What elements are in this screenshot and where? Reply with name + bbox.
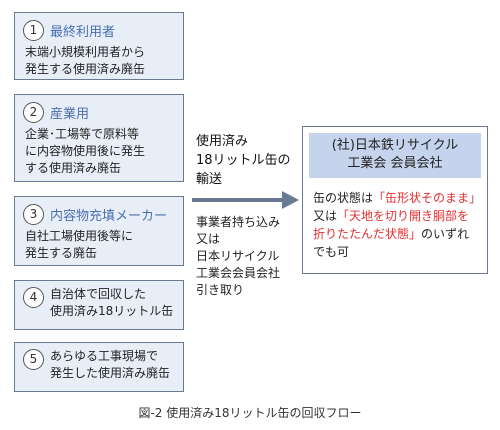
number-badge: 3 [23, 203, 44, 225]
destination-header-line: 工業会 会員会社 [347, 156, 443, 171]
description-line: 発生する使用済み廃缶 [25, 62, 146, 76]
method-line: 事業者持ち込み [196, 215, 281, 229]
source-title: 内容物充填メーカー [50, 208, 168, 224]
source-box-4: 4 自治体で回収した 使用済み18リットル缶 [14, 280, 184, 330]
arrow-head [282, 191, 299, 209]
source-description: 自社工場使用後等に 発生する廃缶 [25, 228, 175, 262]
description-line: 末端小規模利用者から [25, 45, 146, 59]
description-line: 発生した使用済み廃缶 [50, 366, 171, 380]
destination-box: (社)日本鉄リサイクル 工業会 会員会社 缶の状態は「缶形状そのまま」 又は「天… [302, 126, 488, 274]
number-badge: 5 [23, 349, 44, 370]
figure-caption: 図-2 使用済み18リットル缶の回収フロー [138, 406, 362, 420]
condition-highlight: 「天地を切り開き胴部を [337, 209, 470, 223]
condition-highlight: 「缶形状そのまま」 [373, 191, 482, 205]
number-badge: 1 [23, 19, 44, 41]
condition-line: 折りたたんだ状態」のいずれ [313, 225, 480, 243]
source-box-5: 5 あらゆる工事現場で 発生した使用済み廃缶 [14, 342, 184, 392]
method-label: 事業者持ち込み 又は 日本リサイクル 工業会会員会社 引き取り [196, 214, 280, 299]
source-box-header: 3 内容物充填メーカー [23, 202, 175, 226]
source-description: 自治体で回収した 使用済み18リットル缶 [50, 286, 173, 320]
source-box-header: 5 あらゆる工事現場で 発生した使用済み廃缶 [23, 348, 175, 382]
source-box-2: 2 産業用 企業･工場等で原料等 に内容物使用後に発生 する使用済み廃缶 [14, 94, 184, 182]
description-line: 使用済み18リットル缶 [50, 304, 174, 318]
source-description: 企業･工場等で原料等 に内容物使用後に発生 する使用済み廃缶 [25, 126, 175, 177]
condition-text: のいずれ [421, 227, 470, 241]
description-line: 発生する廃缶 [25, 246, 98, 260]
method-line: 引き取り [196, 283, 245, 297]
source-title: 産業用 [50, 106, 90, 122]
destination-header: (社)日本鉄リサイクル 工業会 会員会社 [309, 133, 481, 178]
flow-arrow-icon [192, 191, 299, 209]
destination-header-line: (社)日本鉄リサイクル [331, 138, 459, 153]
condition-line: 又は「天地を切り開き胴部を [313, 207, 480, 225]
number-badge: 4 [23, 287, 44, 308]
description-line: する使用済み廃缶 [25, 161, 122, 175]
condition-highlight: 折りたたんだ状態」 [313, 227, 422, 241]
description-line: 企業･工場等で原料等 [25, 127, 140, 141]
description-line: あらゆる工事現場で [50, 349, 159, 363]
description-line: 自治体で回収した [50, 287, 147, 301]
method-line: 又は [196, 232, 221, 246]
description-line: に内容物使用後に発生 [25, 144, 146, 158]
condition-line: 缶の状態は「缶形状そのまま」 [313, 189, 482, 207]
number-badge: 2 [23, 101, 44, 123]
source-box-header: 1 最終利用者 [23, 18, 175, 42]
destination-body: 缶の状態は「缶形状そのまま」 又は「天地を切り開き胴部を 折りたたんだ状態」のい… [303, 178, 487, 261]
condition-text: 缶の状態は [313, 191, 374, 205]
source-description: あらゆる工事現場で 発生した使用済み廃缶 [50, 348, 170, 382]
source-description: 末端小規模利用者から 発生する使用済み廃缶 [25, 44, 175, 78]
source-title: 最終利用者 [50, 24, 116, 40]
transport-label: 使用済み 18リットル缶の 輸送 [196, 132, 291, 189]
condition-text: 又は [313, 209, 338, 223]
source-box-3: 3 内容物充填メーカー 自社工場使用後等に 発生する廃缶 [14, 196, 184, 266]
transport-line: 輸送 [196, 172, 223, 187]
description-line: 自社工場使用後等に [25, 229, 134, 243]
source-box-header: 2 産業用 [23, 100, 175, 124]
condition-line: でも可 [313, 245, 350, 259]
transport-line: 18リットル缶の [196, 153, 291, 168]
transport-line: 使用済み [196, 134, 249, 149]
source-box-header: 4 自治体で回収した 使用済み18リットル缶 [23, 286, 175, 320]
method-line: 工業会会員会社 [196, 266, 281, 280]
source-box-1: 1 最終利用者 末端小規模利用者から 発生する使用済み廃缶 [14, 12, 184, 80]
method-line: 日本リサイクル [196, 249, 280, 263]
